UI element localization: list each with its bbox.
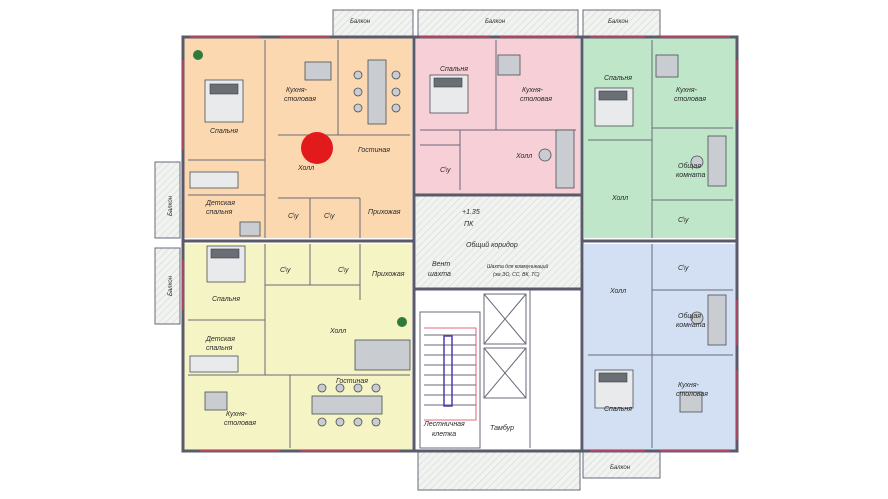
room-label-living: Гостиная (336, 378, 368, 385)
balconies (154, 9, 661, 491)
balcony-label: Балкон (168, 275, 174, 296)
room-label-kitchen: Кухня- (522, 87, 544, 94)
windows (182, 36, 738, 452)
room-label-wc: С\у (280, 267, 291, 274)
stair-treads (424, 327, 477, 421)
room-label-bedroom: Спальня (210, 128, 238, 135)
room-label-common-2: комната (676, 172, 705, 179)
level-mark: +1.35 (462, 209, 480, 216)
room-label-wc: С\у (324, 213, 335, 220)
stair-label-2: клетка (432, 431, 456, 438)
balcony-label: Балкон (350, 19, 371, 25)
dining-table (367, 59, 387, 125)
room-label-bedroom: Спальня (440, 66, 468, 73)
balcony-left-lower (155, 248, 180, 324)
furniture (189, 50, 727, 427)
room-label-hall: Холл (611, 195, 628, 202)
room-label-kitchen: Кухня- (226, 411, 248, 418)
balcony-label: Балкон (485, 19, 506, 25)
room-label-living: Гостиная (358, 147, 390, 154)
room-label-entry: Прихожая (368, 209, 401, 216)
plant-icon (193, 50, 203, 60)
labels: Балкон Балкон Балкон Балкон Балкон Балко… (168, 19, 708, 471)
balcony-top-right (583, 10, 660, 36)
balcony-top-left (333, 10, 413, 36)
balcony-label: Балкон (610, 465, 631, 471)
balcony-label: Балкон (608, 19, 629, 25)
room-label-common-2: комната (676, 322, 705, 329)
room-label-kitchen: Кухня- (286, 87, 308, 94)
balcony-left-upper (155, 162, 180, 238)
room-label-bedroom: Спальня (212, 296, 240, 303)
balcony-label: Балкон (168, 195, 174, 216)
room-label-hall: Холл (609, 288, 626, 295)
room-label-wc: С\у (338, 267, 349, 274)
room-label-children-2: спальня (206, 209, 233, 216)
vent-label-1: Вент (432, 261, 450, 268)
room-label-children-2: спальня (206, 345, 233, 352)
room-label-children-1: Детская (205, 200, 235, 207)
room-label-bedroom: Спальня (604, 406, 632, 413)
room-label-wc: С\у (440, 167, 451, 174)
room-label-dining: столовая (284, 96, 316, 103)
apartment-blue (584, 244, 736, 450)
common-corridor (416, 196, 580, 288)
room-label-dining: столовая (676, 391, 708, 398)
room-label-wc: С\у (678, 265, 689, 272)
room-label-dining: столовая (520, 96, 552, 103)
room-label-children-1: Детская (205, 336, 235, 343)
room-label-hall: Холл (297, 165, 314, 172)
corridor-label: Общий коридор (466, 241, 518, 249)
vent-label-2: шахта (428, 271, 451, 278)
room-label-wc: С\у (678, 217, 689, 224)
room-label-wc: С\у (288, 213, 299, 220)
plant-icon (397, 317, 407, 327)
room-label-dining: столовая (224, 420, 256, 427)
level-code: ПК (464, 221, 474, 228)
room-label-dining: столовая (674, 96, 706, 103)
stair-label-1: Лестничная (423, 421, 465, 428)
room-label-kitchen: Кухня- (676, 87, 698, 94)
selected-apartment-marker[interactable] (301, 132, 333, 164)
balcony-bottom-right (583, 452, 660, 478)
bed (189, 171, 239, 189)
room-label-entry: Прихожая (372, 271, 405, 278)
vestibule-label: Тамбур (490, 424, 514, 432)
room-label-hall: Холл (329, 328, 346, 335)
room-label-hall: Холл (515, 153, 532, 160)
room-label-common-1: Общая (678, 312, 701, 320)
room-label-bedroom: Спальня (604, 75, 632, 82)
room-label-common-1: Общая (678, 162, 701, 170)
balcony-top-mid (418, 10, 578, 36)
balcony-bottom (418, 452, 580, 490)
shaft-label-1: Шахта для коммуникаций (487, 263, 549, 270)
room-label-kitchen: Кухня- (678, 382, 700, 389)
shaft-label-2: (эм.ЭО, СС, ВК, ТС) (493, 272, 540, 278)
